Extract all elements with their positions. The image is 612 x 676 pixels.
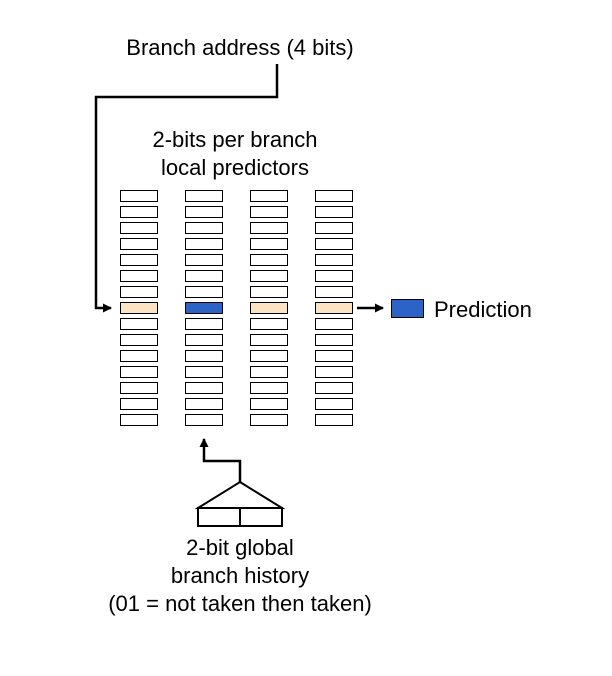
predictor-cell	[120, 254, 158, 266]
predictor-cell	[185, 414, 223, 426]
global-history-caption-line3: (01 = not taken then taken)	[108, 591, 372, 616]
predictor-cell	[120, 414, 158, 426]
predictor-cell	[250, 398, 288, 410]
predictor-cell	[120, 382, 158, 394]
predictor-cell	[185, 318, 223, 330]
predictor-column-4	[315, 190, 353, 430]
predictor-cell	[250, 350, 288, 362]
prediction-label: Prediction	[434, 297, 532, 322]
predictor-cell	[120, 334, 158, 346]
predictor-cell	[315, 334, 353, 346]
predictor-column-2	[185, 190, 223, 430]
predictor-cell	[120, 398, 158, 410]
predictor-cell	[315, 382, 353, 394]
predictor-cell	[120, 238, 158, 250]
predictor-cell	[250, 206, 288, 218]
predictor-cell	[120, 366, 158, 378]
prediction-box	[391, 299, 424, 318]
predictor-cell	[315, 318, 353, 330]
predictor-cell	[315, 206, 353, 218]
predictor-cell	[250, 254, 288, 266]
predictor-cell	[315, 270, 353, 282]
global-history-caption-line2: branch history	[170, 563, 310, 588]
predictor-cell-selected	[120, 302, 158, 314]
predictor-cell	[185, 334, 223, 346]
predictor-cell	[315, 190, 353, 202]
predictor-cell	[185, 238, 223, 250]
predictor-cell	[250, 366, 288, 378]
predictor-cell	[185, 254, 223, 266]
predictor-cell	[185, 366, 223, 378]
predictor-cell	[250, 222, 288, 234]
predictor-cell	[120, 222, 158, 234]
predictor-column-3	[250, 190, 288, 430]
predictor-cell	[185, 190, 223, 202]
predictor-cell-selected	[250, 302, 288, 314]
predictor-cell	[185, 222, 223, 234]
predictor-cell	[315, 254, 353, 266]
predictor-cell	[185, 206, 223, 218]
predictor-cell	[120, 318, 158, 330]
predictor-cell	[315, 350, 353, 362]
predictor-cell	[185, 270, 223, 282]
predictor-cell	[250, 190, 288, 202]
predictor-cell	[250, 334, 288, 346]
predictor-cell	[120, 350, 158, 362]
predictor-cell	[250, 286, 288, 298]
predictor-cell	[250, 414, 288, 426]
predictor-cell	[250, 270, 288, 282]
predictor-cell	[315, 398, 353, 410]
predictor-cell	[185, 286, 223, 298]
predictor-cell	[250, 382, 288, 394]
predictor-cell	[315, 286, 353, 298]
predictor-cell	[120, 190, 158, 202]
predictor-column-1	[120, 190, 158, 430]
predictor-cell	[185, 350, 223, 362]
predictor-cell	[250, 318, 288, 330]
global-history-caption-line1: 2-bit global	[186, 535, 294, 560]
predictor-cell	[315, 222, 353, 234]
branch-address-title: Branch address (4 bits)	[126, 35, 354, 60]
predictor-cell-selected	[315, 302, 353, 314]
predictor-cell	[120, 206, 158, 218]
predictor-cell	[120, 286, 158, 298]
predictor-cell	[120, 270, 158, 282]
predictor-cell	[185, 382, 223, 394]
predictor-cell-selected	[185, 302, 223, 314]
global-history-caption: 2-bit global branch history (01 = not ta…	[0, 534, 480, 618]
predictor-cell	[315, 238, 353, 250]
predictor-cell	[315, 414, 353, 426]
predictor-cell	[315, 366, 353, 378]
predictor-cell	[250, 238, 288, 250]
predictor-cell	[185, 398, 223, 410]
